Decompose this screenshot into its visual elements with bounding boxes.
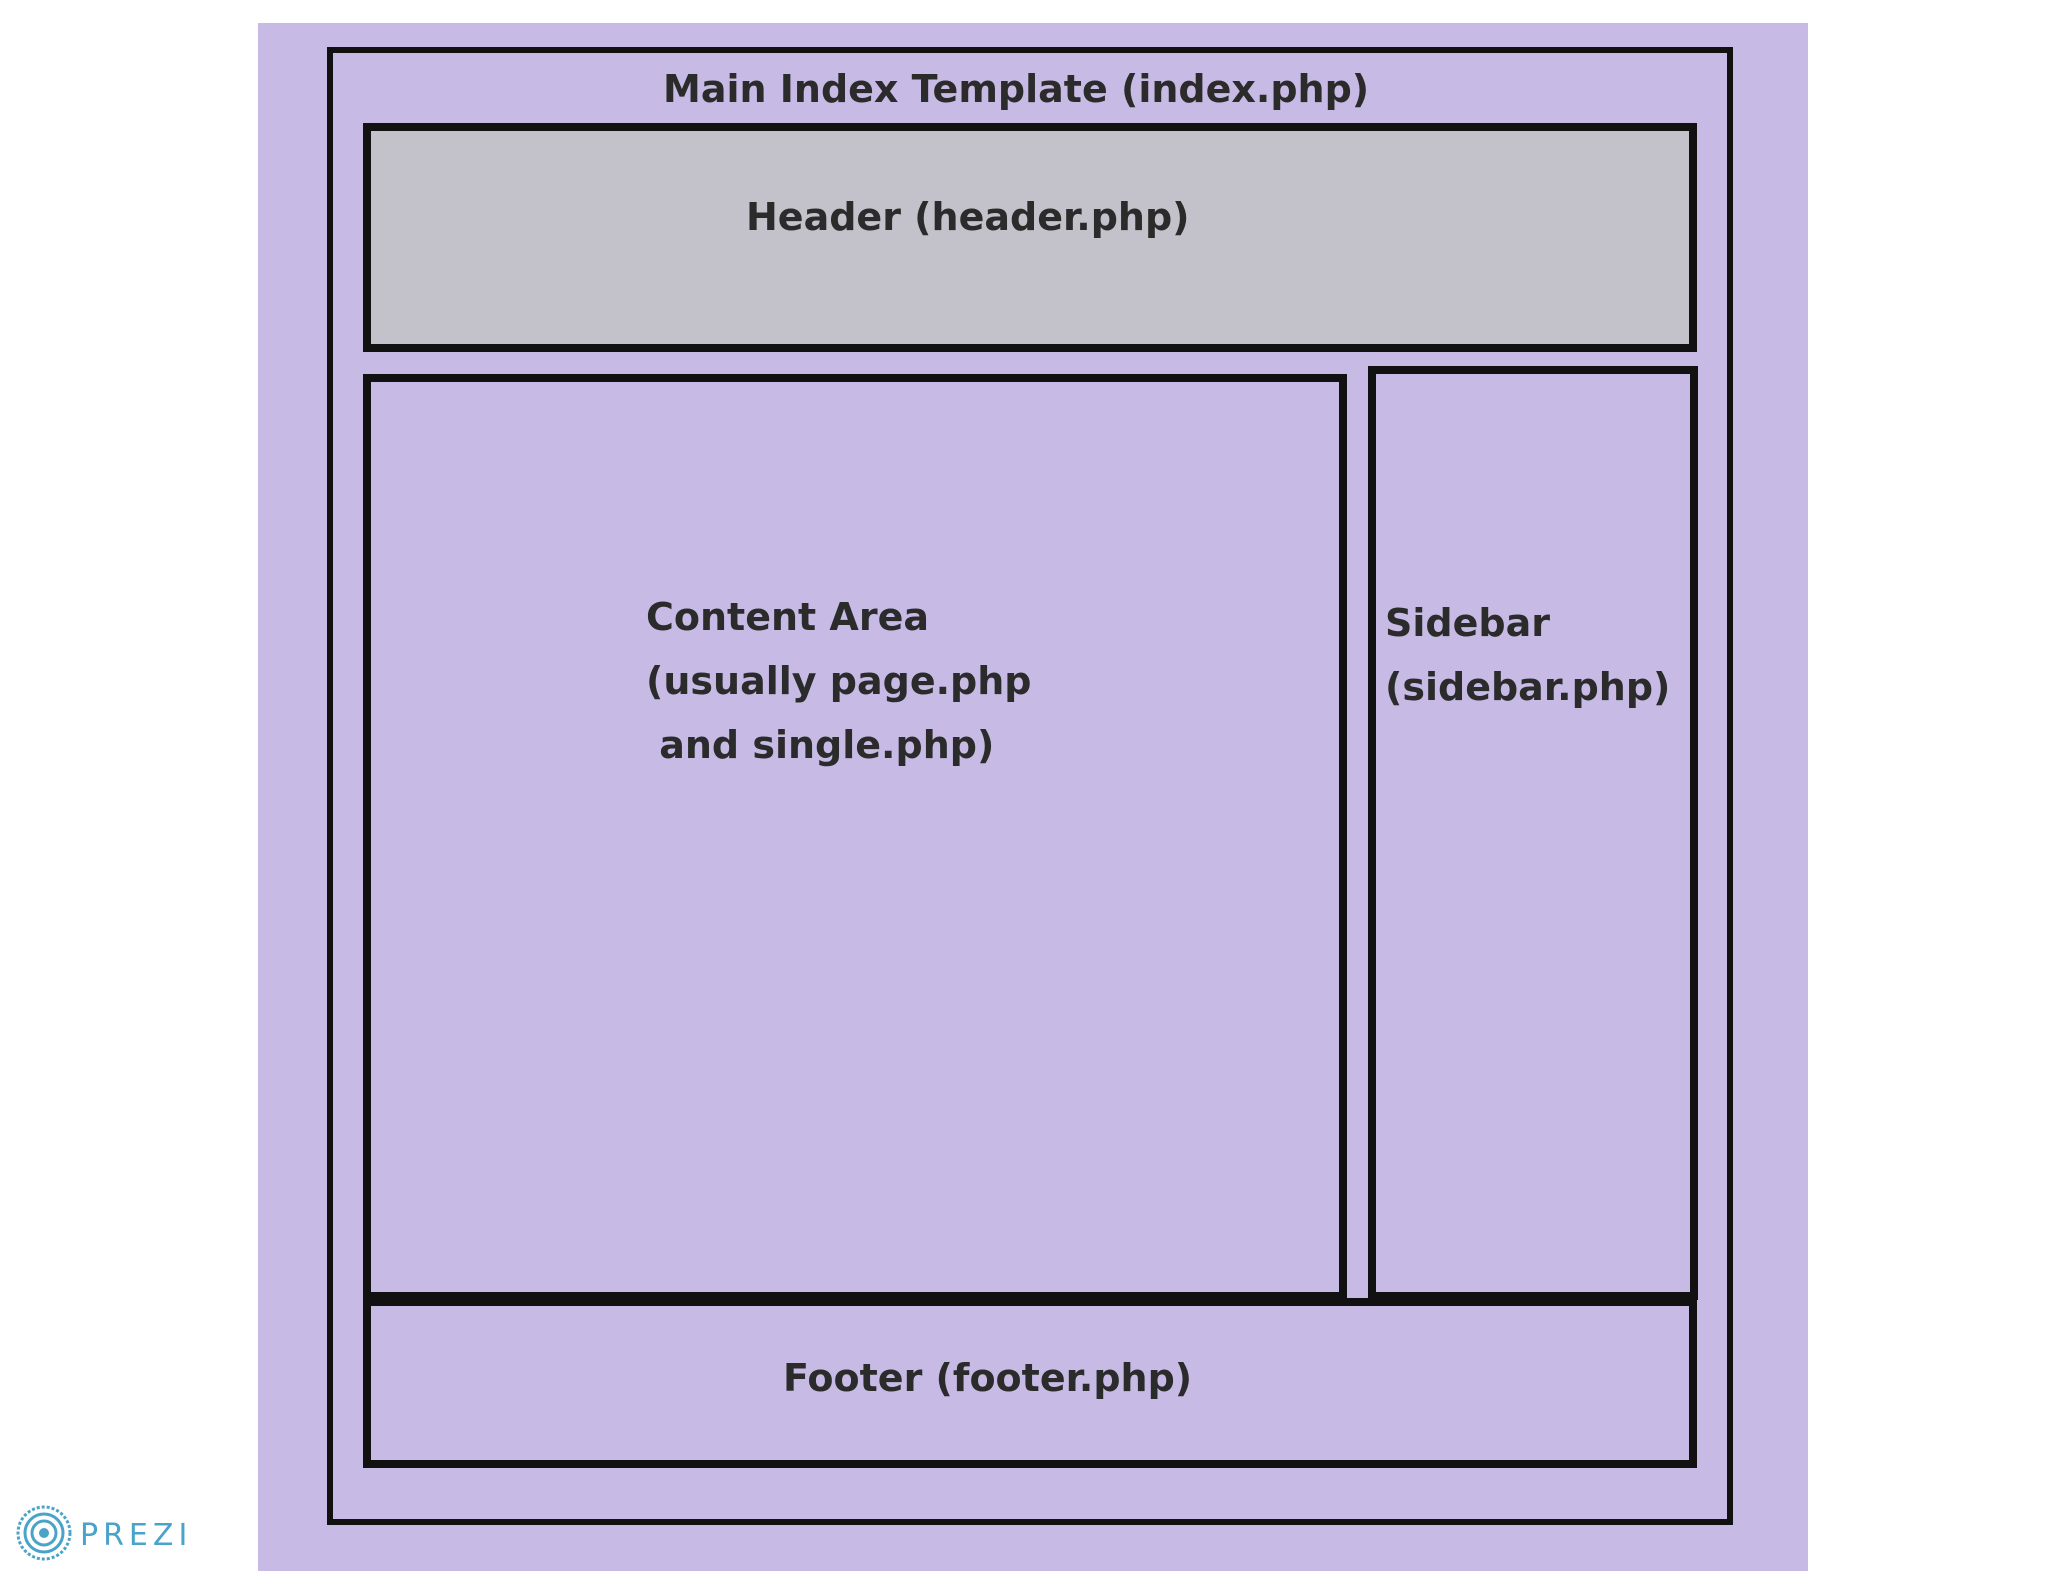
prezi-logo-icon [16,1505,72,1565]
content-area-label-line2: (usually page.php [646,659,1032,703]
sidebar-label-line2: (sidebar.php) [1385,665,1671,709]
header-box [363,123,1697,352]
main-index-template-box [327,47,1733,1525]
footer-label: Footer (footer.php) [783,1356,1193,1400]
prezi-logo: PREZI [16,1505,192,1565]
content-area-box [363,374,1347,1300]
content-area-label-line1: Content Area [646,595,929,639]
sidebar-box [1368,366,1698,1300]
main-index-template-label: Main Index Template (index.php) [663,67,1370,111]
content-area-label-line3: and single.php) [646,723,995,767]
header-label: Header (header.php) [746,195,1190,239]
footer-box [363,1298,1697,1468]
sidebar-label-line1: Sidebar [1385,601,1550,645]
prezi-wordmark: PREZI [80,1517,193,1553]
